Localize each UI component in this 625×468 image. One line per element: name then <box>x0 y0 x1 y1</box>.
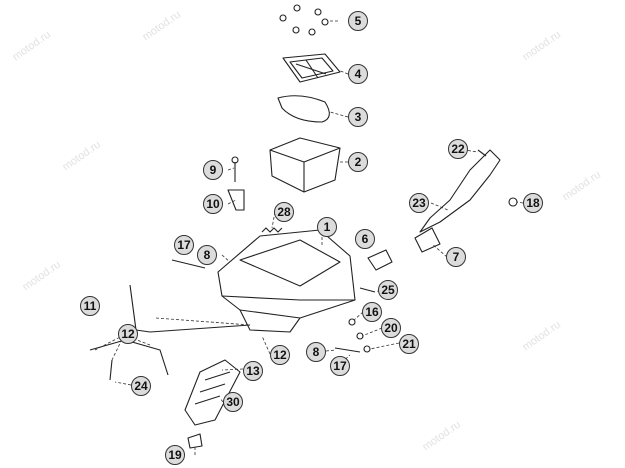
callout-9: 9 <box>203 160 223 180</box>
callout-8b: 8 <box>306 342 326 362</box>
fitting-part <box>359 287 376 293</box>
callout-2: 2 <box>348 152 368 172</box>
callout-16: 16 <box>362 302 382 322</box>
callout-28: 28 <box>274 202 294 222</box>
bolt-part <box>171 259 206 269</box>
callout-3: 3 <box>348 107 368 127</box>
callout-17b: 17 <box>330 356 350 376</box>
bracket-part <box>227 156 245 211</box>
callout-8: 8 <box>197 245 217 265</box>
callout-7: 7 <box>446 247 466 267</box>
callout-21: 23 <box>409 193 429 213</box>
callout-10: 10 <box>203 194 223 214</box>
callout-20: 22 <box>448 139 468 159</box>
hose-part <box>129 284 251 333</box>
callout-30: 30 <box>223 392 243 412</box>
spring-part <box>261 227 283 233</box>
callout-23: 21 <box>399 334 419 354</box>
rubber-boot-part <box>184 359 241 426</box>
callout-24: 25 <box>378 280 398 300</box>
screws-part <box>279 4 329 36</box>
hose-part <box>109 359 113 381</box>
callout-5: 5 <box>348 11 368 31</box>
fitting-part <box>348 318 356 326</box>
filter-element-part <box>269 137 341 193</box>
callout-11: 11 <box>80 296 100 316</box>
callout-1: 1 <box>317 217 337 237</box>
callout-19: 19 <box>165 445 185 465</box>
grommet-part <box>367 249 393 271</box>
filter-cover-part <box>282 53 341 83</box>
screw-part <box>477 149 487 157</box>
leader-lines <box>94 20 524 455</box>
gasket-part <box>277 95 330 123</box>
callout-17: 17 <box>174 235 194 255</box>
callout-12b: 12 <box>270 345 290 365</box>
callout-25: 24 <box>131 376 151 396</box>
bolt-part <box>334 347 361 353</box>
callout-18: 18 <box>523 193 543 213</box>
callout-4: 4 <box>348 64 368 84</box>
airbox-part <box>217 229 356 333</box>
fitting-part <box>363 345 371 353</box>
clamp-part <box>187 433 203 449</box>
callout-22: 20 <box>381 318 401 338</box>
hose-part <box>89 339 169 376</box>
intake-duct-part <box>414 149 501 253</box>
callout-6: 6 <box>355 229 375 249</box>
callout-13: 13 <box>243 361 263 381</box>
callout-12: 12 <box>118 324 138 344</box>
clip-part <box>508 197 518 207</box>
